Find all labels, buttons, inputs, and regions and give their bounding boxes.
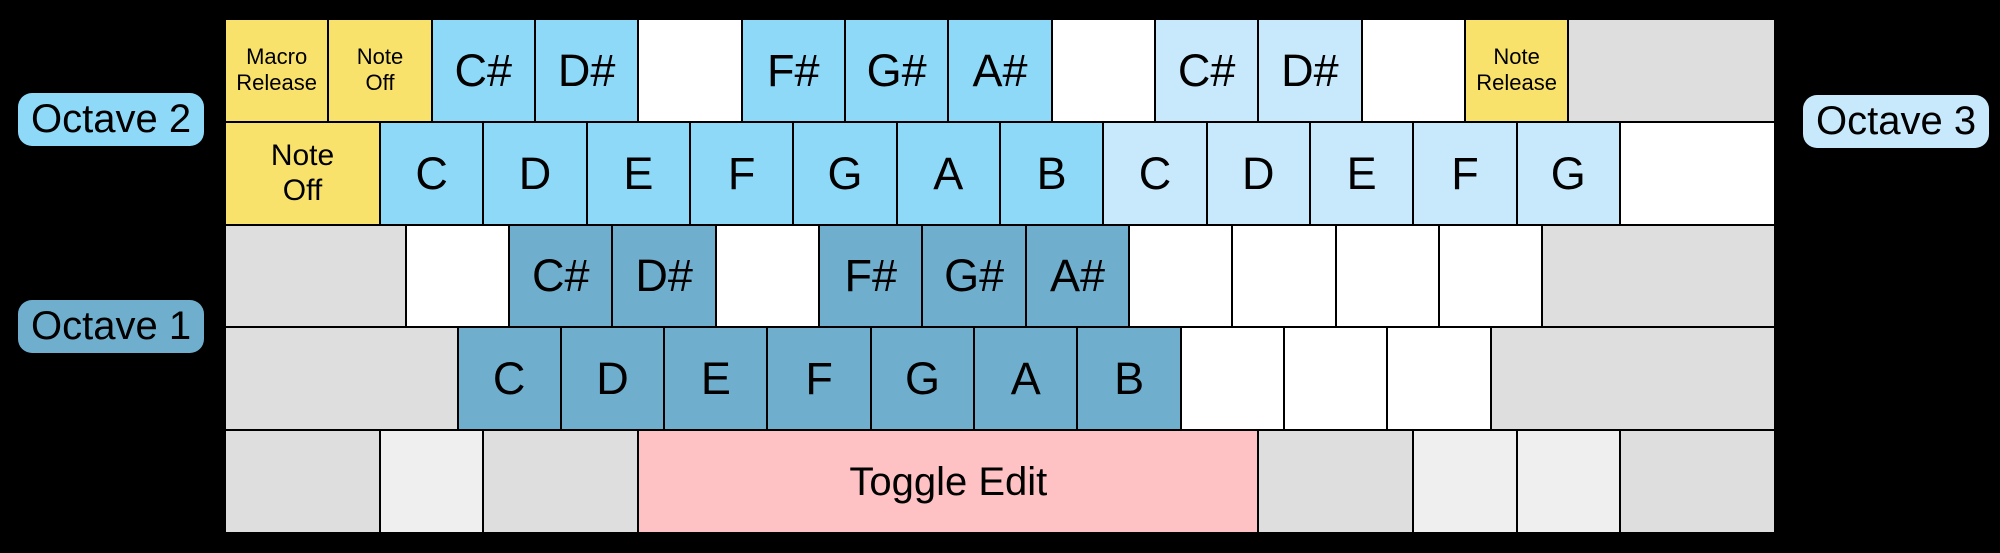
key-blank-gray: [225, 327, 458, 431]
key-blank: [1051, 19, 1155, 122]
key-note-e-octave2[interactable]: E: [586, 121, 690, 225]
key-note-e-octave1[interactable]: E: [664, 327, 768, 431]
key-note-d-octave3[interactable]: D: [1206, 121, 1310, 225]
key-note-a-octave1[interactable]: A: [974, 327, 1078, 431]
key-note-a-sharp-octave1[interactable]: A#: [1025, 224, 1130, 328]
key-note-f-sharp-octave2[interactable]: F#: [741, 19, 845, 122]
key-blank: [1361, 19, 1465, 122]
key-blank-lightgray: [1413, 430, 1517, 533]
key-blank: [638, 19, 742, 122]
key-note-d-sharp-octave2[interactable]: D#: [534, 19, 639, 122]
octave-1-label: Octave 1: [18, 300, 205, 353]
octave-3-label: Octave 3: [1803, 95, 1990, 148]
key-blank-gray: [1568, 19, 1775, 122]
key-blank-lightgray: [380, 430, 484, 533]
octave-2-label: Octave 2: [18, 93, 205, 146]
key-note-g-octave1[interactable]: G: [870, 327, 975, 431]
key-note-g-octave3[interactable]: G: [1516, 121, 1620, 225]
key-note-a-octave2[interactable]: A: [896, 121, 1000, 225]
key-blank: [1439, 224, 1543, 328]
key-blank: [1619, 121, 1775, 225]
key-note-g-sharp-octave1[interactable]: G#: [922, 224, 1026, 328]
key-note-c-sharp-octave1[interactable]: C#: [509, 224, 613, 328]
key-blank: [1284, 327, 1388, 431]
key-blank-gray: [225, 224, 406, 328]
key-blank: [1387, 327, 1491, 431]
key-note-f-octave2[interactable]: F: [689, 121, 794, 225]
key-blank-gray: [1490, 327, 1775, 431]
key-blank: [715, 224, 820, 328]
key-note-d-sharp-octave1[interactable]: D#: [612, 224, 716, 328]
key-blank: [1335, 224, 1440, 328]
key-note-c-sharp-octave3[interactable]: C#: [1154, 19, 1259, 122]
key-blank-gray: [225, 430, 380, 533]
key-note-g-sharp-octave2[interactable]: G#: [844, 19, 949, 122]
key-note-a-sharp-octave2[interactable]: A#: [948, 19, 1052, 122]
key-note-e-octave3[interactable]: E: [1309, 121, 1414, 225]
key-note-f-sharp-octave1[interactable]: F#: [819, 224, 923, 328]
key-note-d-octave2[interactable]: D: [483, 121, 587, 225]
key-blank: [1232, 224, 1336, 328]
key-blank-gray: [1258, 430, 1414, 533]
key-toggle-edit[interactable]: Toggle Edit: [638, 430, 1259, 533]
key-note-b-octave2[interactable]: B: [999, 121, 1104, 225]
key-note-c-octave3[interactable]: C: [1103, 121, 1207, 225]
key-blank: [1129, 224, 1233, 328]
keyboard-row-3: C#D# F#G#A#: [225, 224, 1775, 328]
key-note-c-octave1[interactable]: C: [457, 327, 561, 431]
key-note-b-octave1[interactable]: B: [1077, 327, 1181, 431]
key-blank-lightgray: [1516, 430, 1620, 533]
key-blank-gray: [1619, 430, 1775, 533]
key-blank-gray: [483, 430, 639, 533]
key-note-d-octave1[interactable]: D: [560, 327, 665, 431]
key-note-c-octave2[interactable]: C: [380, 121, 484, 225]
key-note-f-octave1[interactable]: F: [767, 327, 871, 431]
key-note-d-sharp-octave3[interactable]: D#: [1258, 19, 1362, 122]
key-blank: [1180, 327, 1285, 431]
keyboard-row-5: Toggle Edit: [225, 430, 1775, 533]
key-note-c-sharp-octave2[interactable]: C#: [431, 19, 535, 122]
key-blank: [405, 224, 510, 328]
key-note-f-octave3[interactable]: F: [1413, 121, 1517, 225]
key-blank-gray: [1542, 224, 1775, 328]
key-note-g-octave2[interactable]: G: [793, 121, 897, 225]
